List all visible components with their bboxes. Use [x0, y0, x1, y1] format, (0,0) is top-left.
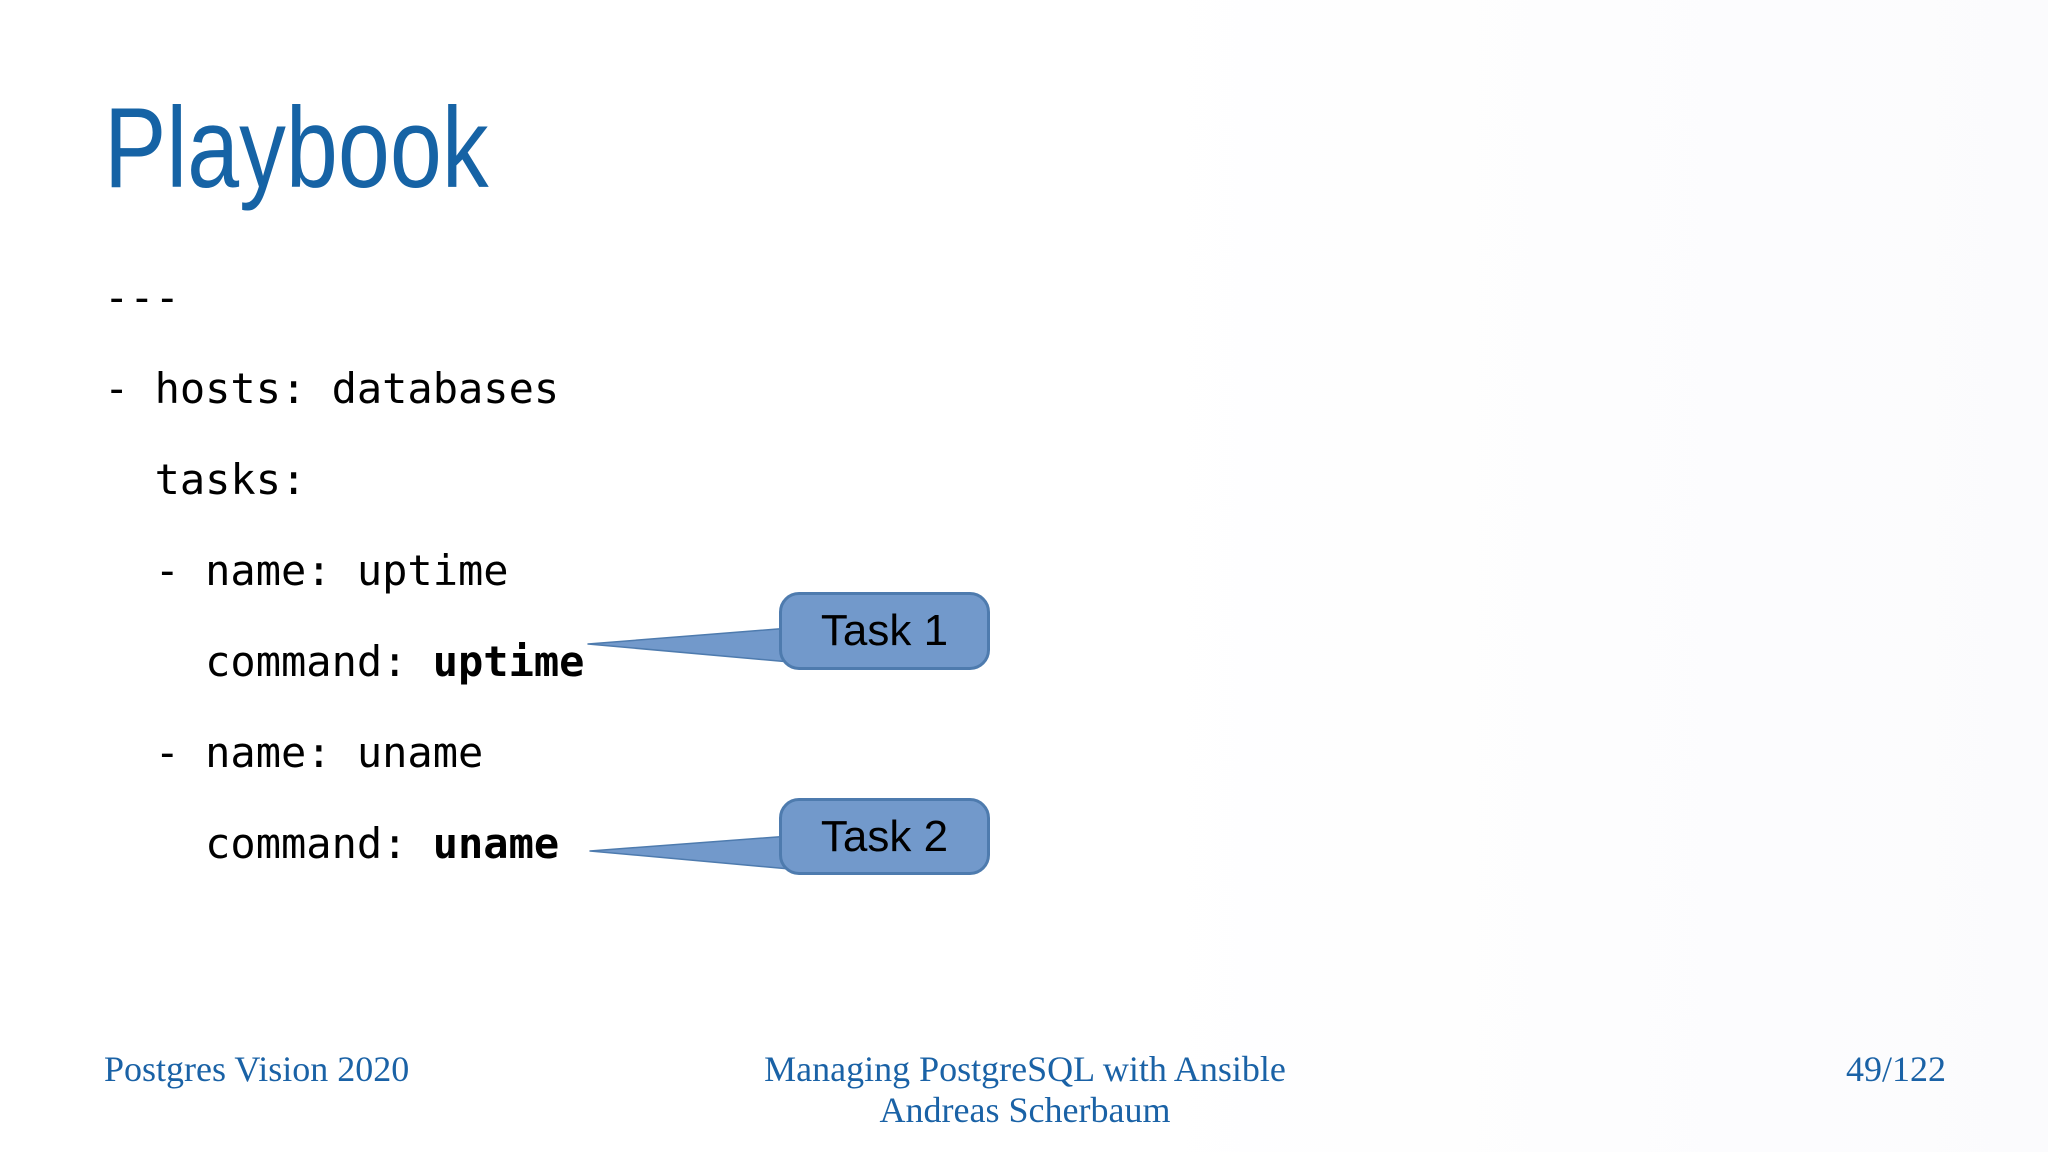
callout-bubble: Task 2 [779, 798, 990, 875]
code-block: --- - hosts: databases tasks: - name: upt… [104, 252, 584, 889]
code-line: command: uname [104, 819, 560, 868]
footer-deck-info: Managing PostgreSQL with Ansible Andreas… [764, 1049, 1286, 1131]
code-line: --- [104, 273, 180, 322]
callout-bubble: Task 1 [779, 592, 990, 670]
footer-deck-title: Managing PostgreSQL with Ansible [764, 1049, 1286, 1089]
callout-tail-icon [587, 627, 791, 663]
footer-conference: Postgres Vision 2020 [104, 1049, 410, 1089]
code-bold-command: uptime [432, 637, 585, 686]
code-bold-command: uname [432, 819, 560, 868]
code-line: - name: uptime [104, 546, 509, 595]
callout-tail-icon [589, 835, 791, 870]
slide-title: Playbook [104, 85, 489, 212]
slide-footer: Postgres Vision 2020 Managing PostgreSQL… [104, 1049, 1946, 1139]
footer-author: Andreas Scherbaum [879, 1090, 1171, 1130]
callout-label: Task 1 [820, 606, 949, 655]
callout-label: Task 2 [820, 811, 949, 861]
code-line: command: uptime [104, 637, 585, 686]
code-line: - name: uname [104, 728, 484, 777]
footer-page-number: 49/122 [1845, 1049, 1946, 1089]
code-line: tasks: [104, 455, 307, 504]
code-line: - hosts: databases [104, 364, 560, 413]
